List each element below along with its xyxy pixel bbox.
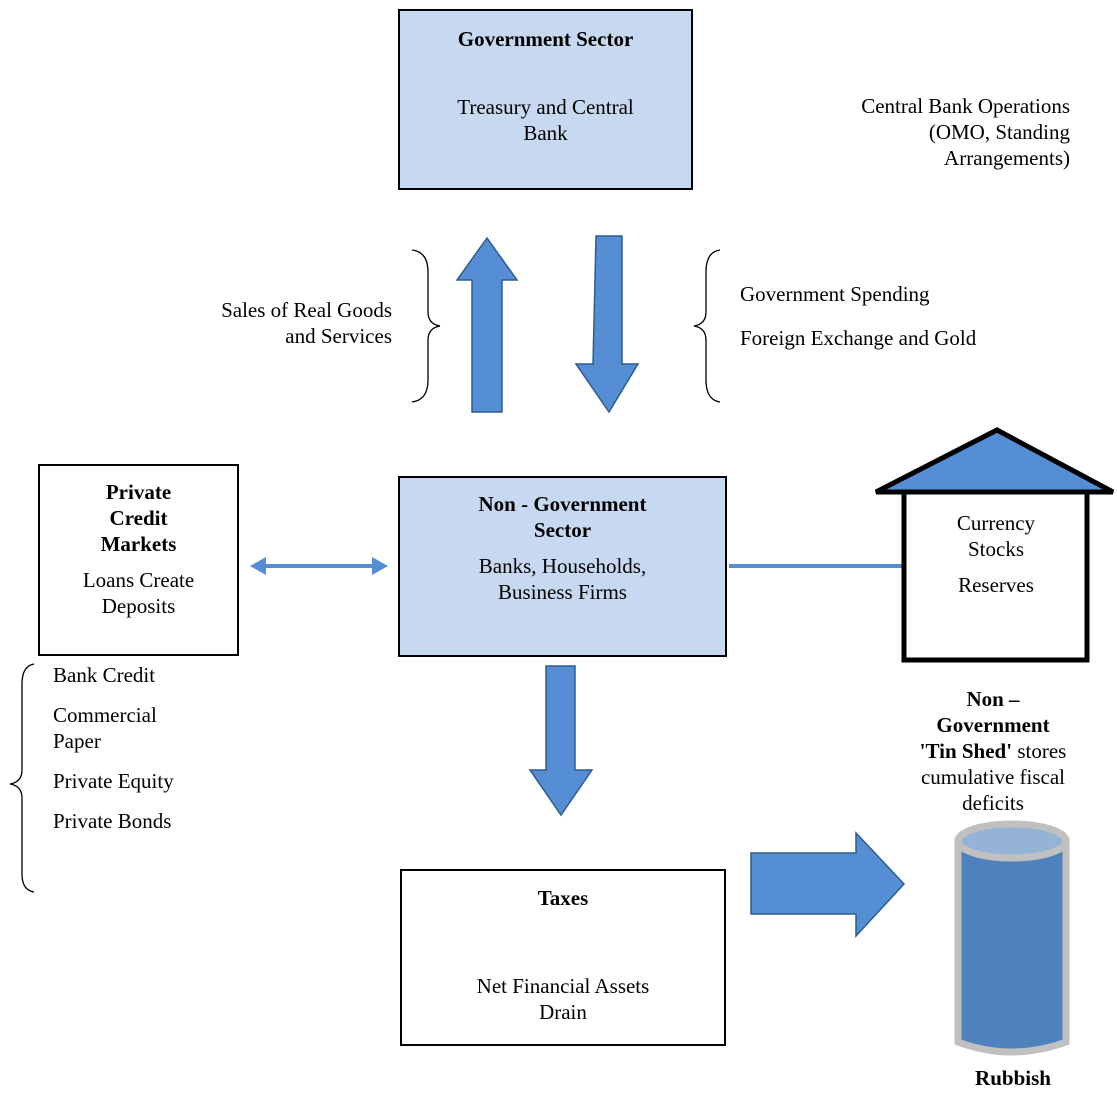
down-arrow [574, 235, 640, 414]
right-brace-icon [693, 249, 721, 403]
government-spending-label: Government Spending [740, 282, 930, 306]
double-arrow-left-head [250, 557, 266, 575]
central-bank-operations: Central Bank Operations (OMO, Standing A… [861, 94, 1070, 170]
tin-shed-icon [874, 427, 1115, 663]
rubbish-label: Rubbish [975, 1066, 1051, 1090]
up-arrow [455, 236, 519, 413]
double-arrow-right-head [372, 557, 388, 575]
government-sector-box: Government Sector Treasury and Central B… [398, 9, 693, 190]
left-brace-icon [411, 249, 441, 403]
list-item: Bank Credit [53, 663, 156, 687]
list-item: Paper [53, 729, 101, 753]
list-item: Private Equity [53, 769, 174, 793]
shed-contents: Currency Stocks Reserves [956, 511, 1036, 597]
non-government-sector-box: Non - Government Sector Banks, Household… [398, 476, 727, 657]
gov-line1: Treasury and Central [457, 95, 634, 119]
private-credit-markets-box: Private Credit Markets Loans Create Depo… [38, 464, 239, 656]
list-item: Private Bonds [53, 809, 172, 833]
foreign-exchange-label: Foreign Exchange and Gold [740, 326, 977, 350]
tin-shed-caption: Non – Government 'Tin Shed' stores cumul… [919, 687, 1067, 815]
taxes-box: Taxes Net Financial Assets Drain [400, 869, 726, 1046]
sales-label: Sales of Real Goods and Services [221, 298, 392, 348]
list-item: Commercial [53, 703, 157, 727]
gov-title: Government Sector [457, 27, 634, 51]
rubbish-bin-icon [954, 820, 1070, 1056]
right-arrow-rubbish [750, 831, 906, 938]
credit-brace-icon [9, 663, 35, 893]
credit-list: Bank Credit Commercial Paper Private Equ… [53, 662, 253, 834]
down-arrow-taxes [528, 665, 594, 817]
gov-line2: Bank [523, 121, 568, 145]
